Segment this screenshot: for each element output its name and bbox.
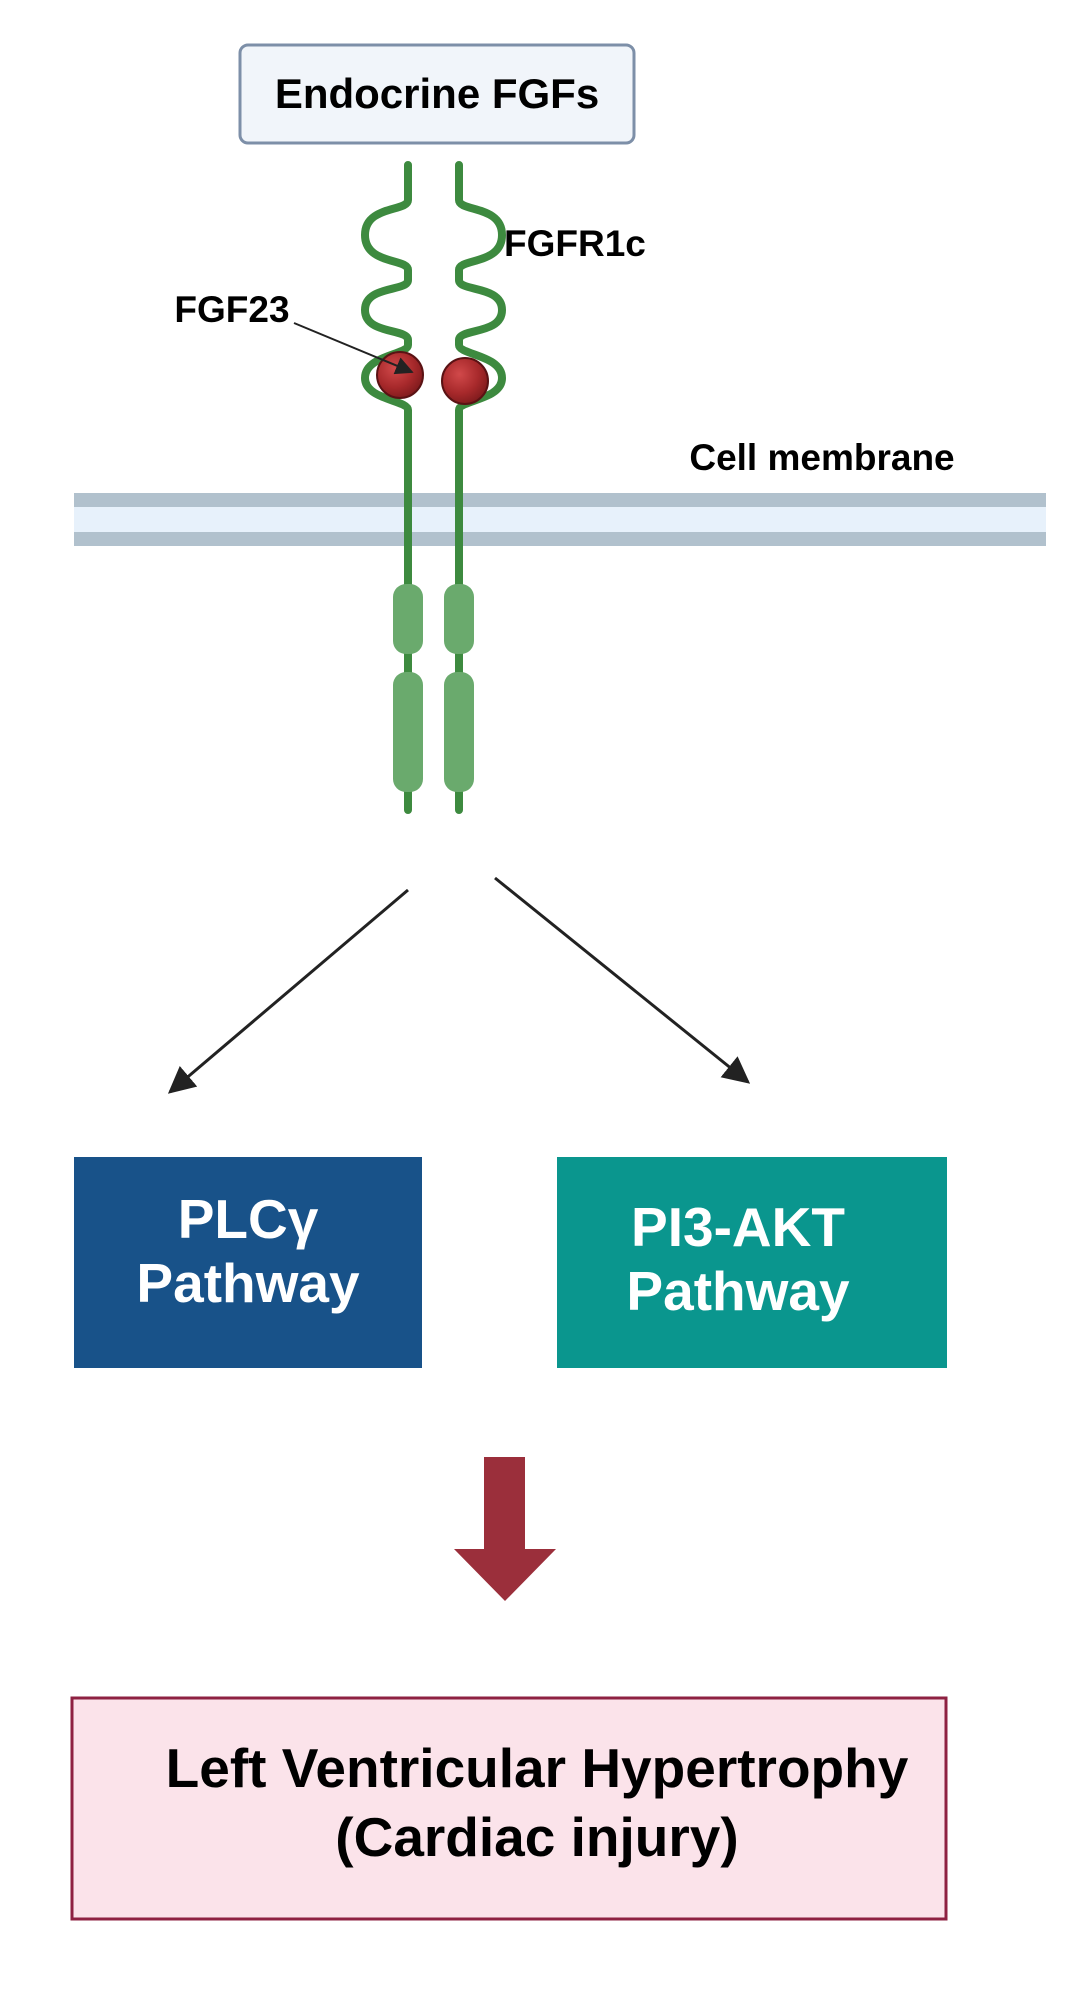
- arrow-to-plcg: [167, 888, 409, 1094]
- pi3k-akt-pathway-box: PI3-AKT Pathway: [557, 1157, 947, 1368]
- fgf23-ligands: [376, 351, 489, 405]
- fgfr1c-receptor: [361, 161, 506, 814]
- endocrine-fgfs-label: Endocrine FGFs: [275, 70, 599, 117]
- outcome-box: Left Ventricular Hypertrophy (Cardiac in…: [70, 1696, 948, 1921]
- pi3k-akt-pathway-line1: PI3-AKT: [631, 1196, 845, 1258]
- receptor-chain-left: [361, 161, 412, 814]
- plcg-pathway-line1: PLCγ: [178, 1188, 319, 1250]
- fgf23-pointer-arrow: [293, 322, 414, 375]
- outcome-line1: Left Ventricular Hypertrophy: [166, 1737, 909, 1799]
- outcome-line2: (Cardiac injury): [335, 1806, 738, 1868]
- fgf23-label: FGF23: [174, 289, 289, 330]
- arrow-to-pi3k-akt: [494, 876, 751, 1084]
- fgf23-ligand-right: [441, 357, 489, 405]
- receptor-chain-right: [455, 161, 506, 814]
- endocrine-fgfs-box: Endocrine FGFs: [238, 43, 636, 145]
- fgfr1c-label: FGFR1c: [504, 223, 646, 264]
- fgf23-ligand-left: [376, 351, 424, 399]
- plcg-pathway-line2: Pathway: [136, 1252, 360, 1314]
- cell-membrane-label: Cell membrane: [689, 437, 954, 478]
- pi3k-akt-pathway-line2: Pathway: [626, 1260, 850, 1322]
- big-down-arrow: [454, 1457, 556, 1601]
- kinase-domains: [393, 584, 474, 792]
- cell-membrane: [74, 493, 1046, 546]
- plcg-pathway-box: PLCγ Pathway: [74, 1157, 422, 1368]
